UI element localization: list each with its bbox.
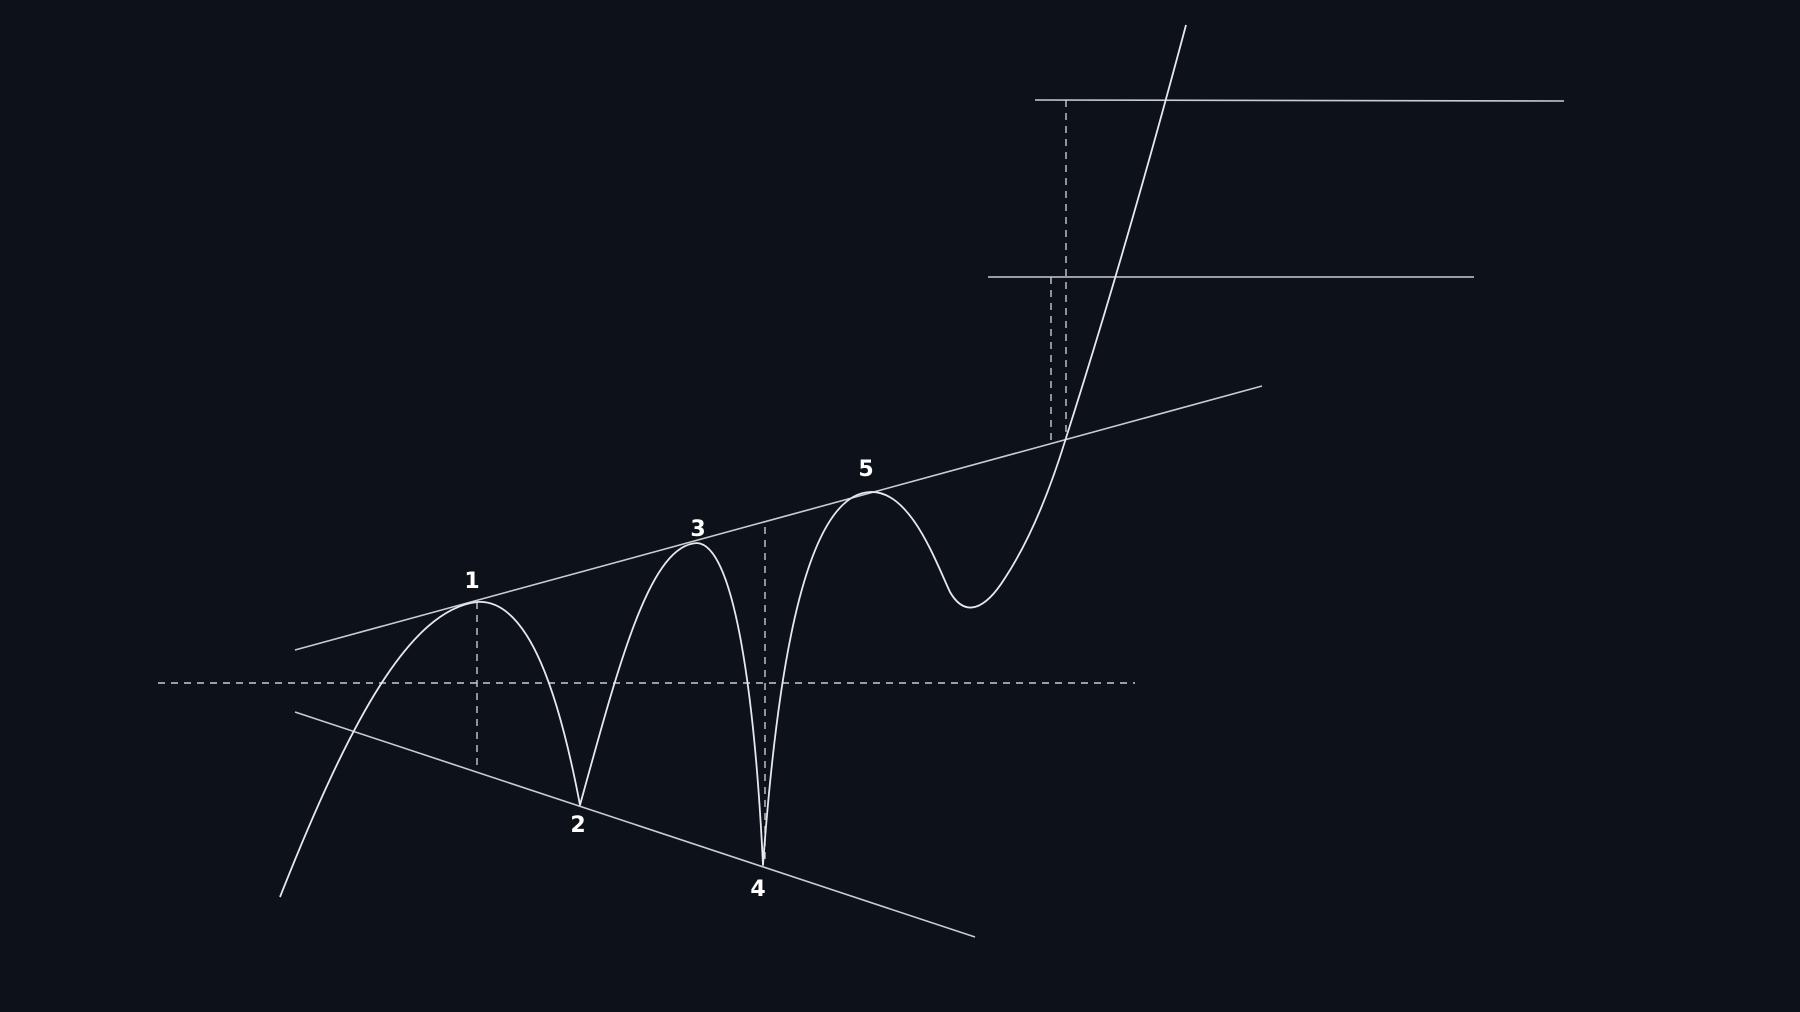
pivot-label-4: 4	[750, 877, 765, 902]
pivot-label-1: 1	[464, 569, 479, 594]
price-path	[279, 24, 1187, 898]
pivot-label-3: 3	[690, 517, 705, 542]
pivot-label-5: 5	[858, 457, 873, 482]
target-line-2	[1034, 99, 1565, 102]
upper-trendline	[294, 385, 1263, 651]
lower-trendline	[294, 711, 976, 938]
pivot-label-2: 2	[570, 813, 585, 838]
